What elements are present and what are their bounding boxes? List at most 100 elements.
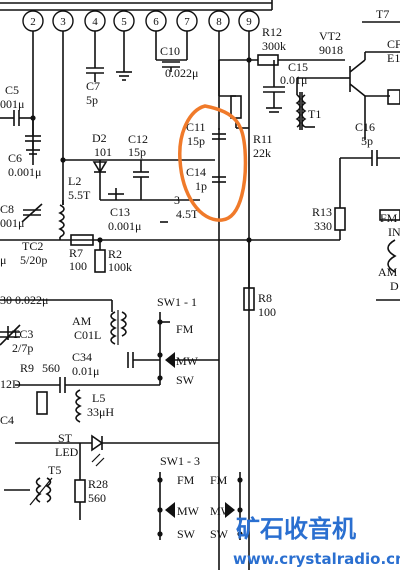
transformer-t5: T5: [4, 463, 61, 506]
ic-pin-header: 2 3 4 5 6 7 8 9: [0, 0, 273, 32]
svg-text:0.01μ: 0.01μ: [280, 73, 307, 87]
capacitor-c10: C10 0.022μ: [156, 44, 198, 80]
svg-text:C6: C6: [8, 151, 22, 165]
svg-text:C34: C34: [72, 350, 92, 364]
svg-text:AM: AM: [378, 265, 398, 279]
resistor-r2: R2 100k: [94, 240, 132, 274]
switch-label-sw-3b: SW: [210, 527, 229, 541]
label-mu-partial: μ: [0, 253, 6, 267]
switch-label-sw-3a: SW: [177, 527, 196, 541]
svg-text:5/20p: 5/20p: [20, 253, 47, 267]
svg-text:0.01μ: 0.01μ: [72, 364, 99, 378]
svg-text:C11: C11: [186, 120, 206, 134]
label-c-left: 30 0.022μ: [0, 293, 48, 307]
capacitor-c16: C16 5p: [340, 112, 400, 166]
svg-text:R2: R2: [108, 247, 122, 261]
svg-text:5p: 5p: [361, 134, 373, 148]
resistor-r11: R11 22k: [253, 132, 273, 160]
svg-text:6: 6: [153, 16, 159, 28]
right-edge-partials: FM IN AM D: [376, 209, 400, 301]
svg-text:100: 100: [69, 259, 87, 273]
svg-text:R12: R12: [262, 25, 282, 39]
svg-text:C16: C16: [355, 120, 375, 134]
resistor-r28: R28 560: [74, 443, 108, 520]
svg-text:5p: 5p: [86, 93, 98, 107]
label-12d-partial: 12D: [0, 377, 21, 391]
svg-text:T1: T1: [308, 107, 321, 121]
pin-4: 4: [84, 10, 106, 32]
capacitor-c15: C15 0.01μ: [263, 60, 308, 113]
switch-sw1-3: SW1 - 3 FM MW SW FM MW SW: [157, 454, 243, 541]
watermark-logo: 矿石收音机 www.crystalradio.cn: [233, 515, 400, 568]
capacitor-c14: C14 1p: [186, 165, 226, 193]
svg-text:R13: R13: [312, 205, 332, 219]
svg-text:矿石收音机: 矿石收音机: [236, 515, 356, 543]
trimmer-tc3: TC3 2/7p: [0, 324, 33, 355]
capacitor-c5: C5 001μ: [0, 83, 33, 126]
svg-text:C14: C14: [186, 165, 206, 179]
svg-text:101: 101: [94, 145, 112, 159]
svg-text:001μ: 001μ: [0, 97, 24, 111]
svg-text:100: 100: [258, 305, 276, 319]
switch-label-mw-1: MW: [176, 354, 199, 368]
svg-text:R9: R9: [20, 361, 34, 375]
pin-2: 2: [22, 10, 44, 32]
svg-text:C01L: C01L: [74, 328, 101, 342]
svg-text:C15: C15: [288, 60, 308, 74]
svg-text:VT2: VT2: [319, 29, 341, 43]
svg-text:T5: T5: [48, 463, 61, 477]
svg-text:330: 330: [314, 219, 332, 233]
resistor-r12: R12 300k: [257, 25, 286, 66]
svg-text:15p: 15p: [187, 134, 205, 148]
svg-text:8: 8: [216, 16, 222, 28]
svg-text:TC3: TC3: [12, 327, 33, 341]
svg-text:9: 9: [246, 16, 252, 28]
svg-text:SW1 - 3: SW1 - 3: [160, 454, 200, 468]
svg-text:4: 4: [92, 16, 98, 28]
svg-text:100k: 100k: [108, 260, 132, 274]
svg-text:L5: L5: [92, 391, 105, 405]
pin-8: 8: [208, 10, 230, 32]
svg-text:300k: 300k: [262, 39, 286, 53]
svg-text:C8: C8: [0, 202, 14, 216]
label-e1-partial: E1: [387, 51, 400, 65]
svg-text:4.5T: 4.5T: [176, 207, 199, 221]
capacitor-c12: C12 15p: [128, 132, 149, 200]
inductor-l3: 3 4.5T: [174, 193, 199, 221]
capacitor-c7: C7 5p: [86, 60, 104, 107]
capacitor-c13: C13 0.001μ: [108, 188, 168, 233]
capacitor-c11: C11 15p: [186, 120, 226, 148]
svg-text:D: D: [390, 279, 399, 293]
svg-text:SW1 - 1: SW1 - 1: [157, 295, 197, 309]
resistor-r9: R9 560: [20, 361, 60, 415]
switch-label-fm-3b: FM: [210, 473, 228, 487]
switch-sw1-1: SW1 - 1 FM MW SW: [157, 295, 219, 387]
inductor-l5: L5 33μH: [75, 389, 114, 423]
svg-text:0.001μ: 0.001μ: [108, 219, 141, 233]
svg-text:2/7p: 2/7p: [12, 341, 33, 355]
svg-text:AM: AM: [72, 314, 92, 328]
svg-text:7: 7: [184, 16, 190, 28]
svg-text:L2: L2: [68, 174, 81, 188]
svg-text:9018: 9018: [319, 43, 343, 57]
svg-text:5: 5: [121, 16, 127, 28]
svg-text:0.001μ: 0.001μ: [8, 165, 41, 179]
transistor-vt2: VT2 9018: [319, 29, 400, 112]
svg-text:C10: C10: [160, 44, 180, 58]
svg-text:D2: D2: [92, 131, 107, 145]
switch-label-fm-1: FM: [176, 322, 194, 336]
svg-text:IN: IN: [388, 225, 400, 239]
trimmer-tc2: TC2 5/20p: [20, 239, 47, 267]
svg-text:560: 560: [42, 361, 60, 375]
led-st: ST LED: [15, 431, 219, 467]
capacitor-c8: C8 001μ: [0, 202, 43, 230]
resistor-r7: R7 100: [69, 234, 94, 273]
svg-text:5.5T: 5.5T: [68, 188, 91, 202]
svg-text:LED: LED: [55, 445, 79, 459]
pin-9: 9: [238, 10, 260, 32]
switch-label-sw-1: SW: [176, 373, 195, 387]
switch-label-mw-3a: MW: [177, 504, 200, 518]
svg-text:22k: 22k: [253, 146, 271, 160]
svg-text:R28: R28: [88, 477, 108, 491]
